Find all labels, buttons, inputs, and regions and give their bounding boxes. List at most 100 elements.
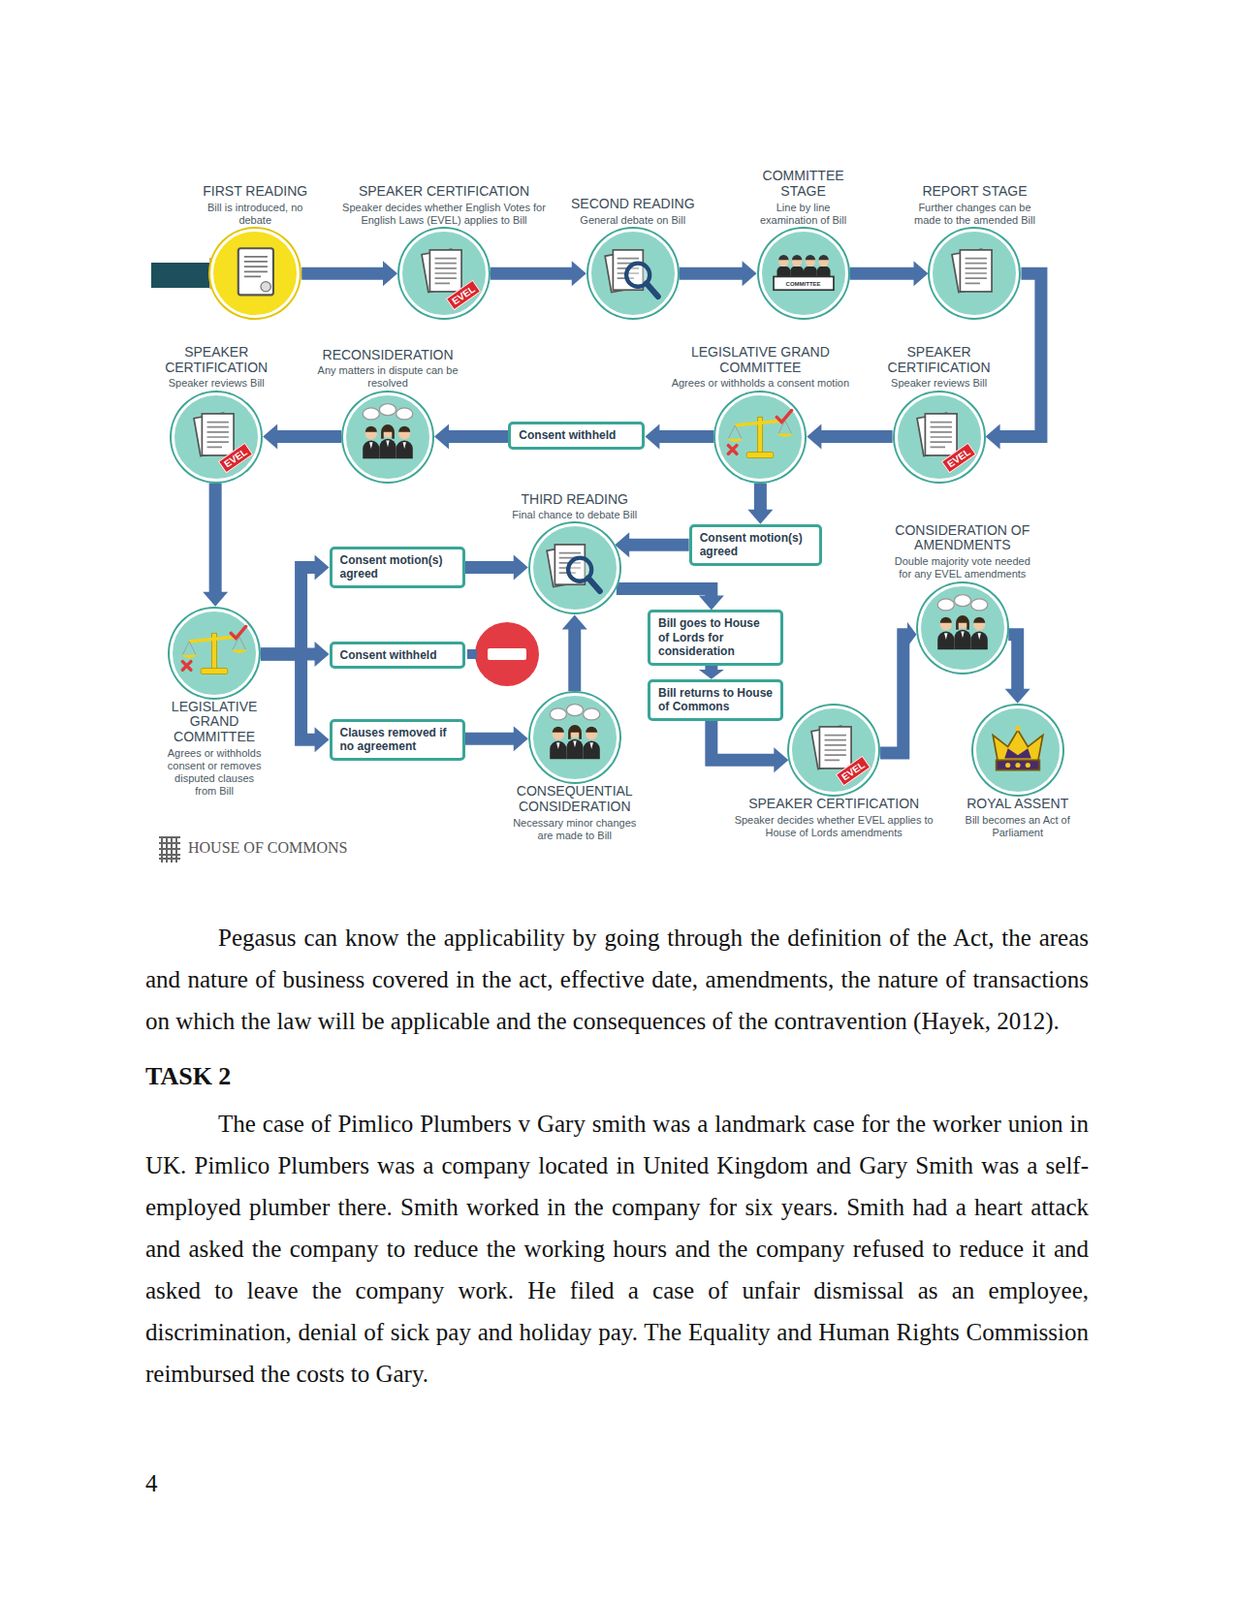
desk-sign: COMMITTEE [786, 281, 822, 287]
decision-text: Consent withheld [518, 428, 634, 443]
stage-caption: LEGISLATIVE GRAND COMMITTEEAgrees or wit… [661, 345, 860, 391]
flow-arrow [806, 424, 892, 450]
flow-line [850, 267, 916, 281]
no-entry-bar [487, 648, 527, 661]
arrow-head [985, 424, 1001, 450]
flow-line [754, 483, 767, 511]
stage-heading: CONSIDERATION OF AMENDMENTS [891, 523, 1033, 554]
flow-arrow [465, 726, 529, 752]
arrow-head [1005, 689, 1031, 704]
flow-line [616, 588, 712, 597]
stage-circle: FIRST READINGBill is introduced, no deba… [210, 228, 300, 318]
stage-circle: COMMITTEE STAGELine by line examination … [759, 228, 849, 318]
flow-line [447, 430, 508, 444]
flow-arrow [260, 654, 329, 753]
decision-box: Clauses removed if no agreement [329, 719, 466, 761]
flow-arrow [644, 424, 714, 450]
stage-icon [213, 231, 297, 316]
stage-heading: SPEAKER CERTIFICATION [339, 184, 548, 200]
stage-caption: CONSIDERATION OF AMENDMENTSDouble majori… [891, 523, 1033, 582]
stage-note: Further changes can be made to the amend… [904, 201, 1046, 227]
arrow-head [315, 727, 330, 753]
stage-heading: RECONSIDERATION [317, 348, 459, 364]
stop-stub [467, 649, 477, 660]
arrow-head [747, 509, 773, 525]
decision-text: Consent motion(s) agreed [699, 531, 812, 560]
no-entry-sign [475, 622, 539, 687]
stage-note: Speaker reviews Bill [883, 377, 995, 390]
stage-note: Agrees or withholds a consent motion [661, 377, 860, 390]
arrow-head [513, 554, 529, 580]
decision-box: Consent motion(s) agreed [329, 546, 466, 589]
flow-line [276, 430, 342, 444]
arrow-head [571, 260, 587, 286]
flow-arrow [698, 665, 725, 680]
stage-caption: SPEAKER CERTIFICATIONSpeaker reviews Bil… [883, 345, 995, 391]
hand-sleeve [151, 262, 212, 288]
stage-icon [976, 708, 1060, 793]
stage-heading: SPEAKER CERTIFICATION [731, 796, 936, 813]
stage-heading: SPEAKER CERTIFICATION [160, 345, 273, 376]
stage-circle: SPEAKER CERTIFICATIONSpeaker reviews Bil… [171, 392, 261, 482]
arrow-head [202, 592, 228, 607]
stage-note: Speaker reviews Bill [160, 377, 273, 390]
stage-heading: THIRD READING [502, 492, 648, 508]
flow-line [465, 561, 515, 574]
arrow-head [698, 595, 725, 610]
stage-circle: SPEAKER CERTIFICATIONSpeaker reviews Bil… [894, 392, 984, 482]
stage-caption: FIRST READINGBill is introduced, no deba… [196, 184, 314, 227]
stage-note: Final chance to debate Bill [502, 508, 648, 522]
stage-icon [897, 395, 982, 479]
flow-line [465, 732, 515, 746]
decision-text: Bill goes to House of Lords for consider… [658, 616, 773, 659]
stage-note: Speaker decides whether EVEL applies to … [731, 814, 936, 840]
stage-caption: RECONSIDERATIONAny matters in dispute ca… [317, 348, 459, 391]
flow-line [880, 634, 909, 754]
decision-box: Consent motion(s) agreed [689, 524, 823, 567]
section-heading: TASK 2 [145, 1062, 231, 1092]
arrow-head [562, 614, 588, 630]
flow-arrow [880, 622, 917, 754]
flow-line [209, 483, 222, 594]
stage-circle: CONSEQUENTIAL CONSIDERATIONNecessary min… [530, 693, 620, 783]
stage-caption: SPEAKER CERTIFICATIONSpeaker decides whe… [731, 796, 936, 840]
flow-arrow [202, 483, 228, 607]
stage-icon [932, 231, 1016, 316]
decision-box: Bill goes to House of Lords for consider… [647, 609, 784, 666]
stage-note: Line by line examination of Bill [746, 201, 861, 227]
stage-caption: LEGISLATIVE GRAND COMMITTEEAgrees or wit… [163, 699, 266, 799]
stage-icon [533, 526, 617, 610]
stage-icon [402, 231, 486, 316]
flow-arrow [490, 260, 587, 286]
arrow-head [262, 424, 278, 450]
stage-heading: CONSEQUENTIAL CONSIDERATION [507, 784, 643, 815]
stage-icon [591, 231, 675, 316]
flow-arrow [679, 260, 758, 286]
stage-heading: COMMITTEE STAGE [746, 168, 861, 199]
stage-note: Bill becomes an Act of Parliament [961, 814, 1074, 840]
flow-arrow [562, 614, 588, 692]
decision-text: Clauses removed if no agreement [340, 726, 455, 755]
stage-heading: ROYAL ASSENT [961, 796, 1074, 813]
stage-heading: LEGISLATIVE GRAND COMMITTEE [661, 345, 860, 376]
stage-icon [172, 611, 256, 696]
stage-circle: ROYAL ASSENTBill becomes an Act of Parli… [973, 705, 1063, 795]
body-paragraph: Pegasus can know the applicability by go… [145, 917, 1089, 1043]
flow-line [260, 654, 316, 740]
body-paragraph: The case of Pimlico Plumbers v Gary smit… [145, 1103, 1089, 1395]
stage-circle: REPORT STAGEFurther changes can be made … [929, 228, 1019, 318]
stage-caption: SPEAKER CERTIFICATIONSpeaker decides whe… [339, 184, 548, 227]
arrow-head [698, 669, 725, 680]
stage-circle: LEGISLATIVE GRAND COMMITTEEAgrees or wit… [715, 392, 805, 482]
stage-icon [533, 696, 617, 780]
flow-line [658, 430, 714, 444]
flow-line [260, 567, 316, 654]
flow-line [820, 430, 892, 444]
stage-circle: CONSIDERATION OF AMENDMENTSDouble majori… [918, 583, 1008, 673]
stage-caption: THIRD READINGFinal chance to debate Bill [502, 492, 648, 523]
arrow-head [513, 726, 529, 752]
flow-line [628, 538, 689, 552]
flow-line [711, 721, 776, 761]
flow-arrow [1005, 634, 1031, 704]
